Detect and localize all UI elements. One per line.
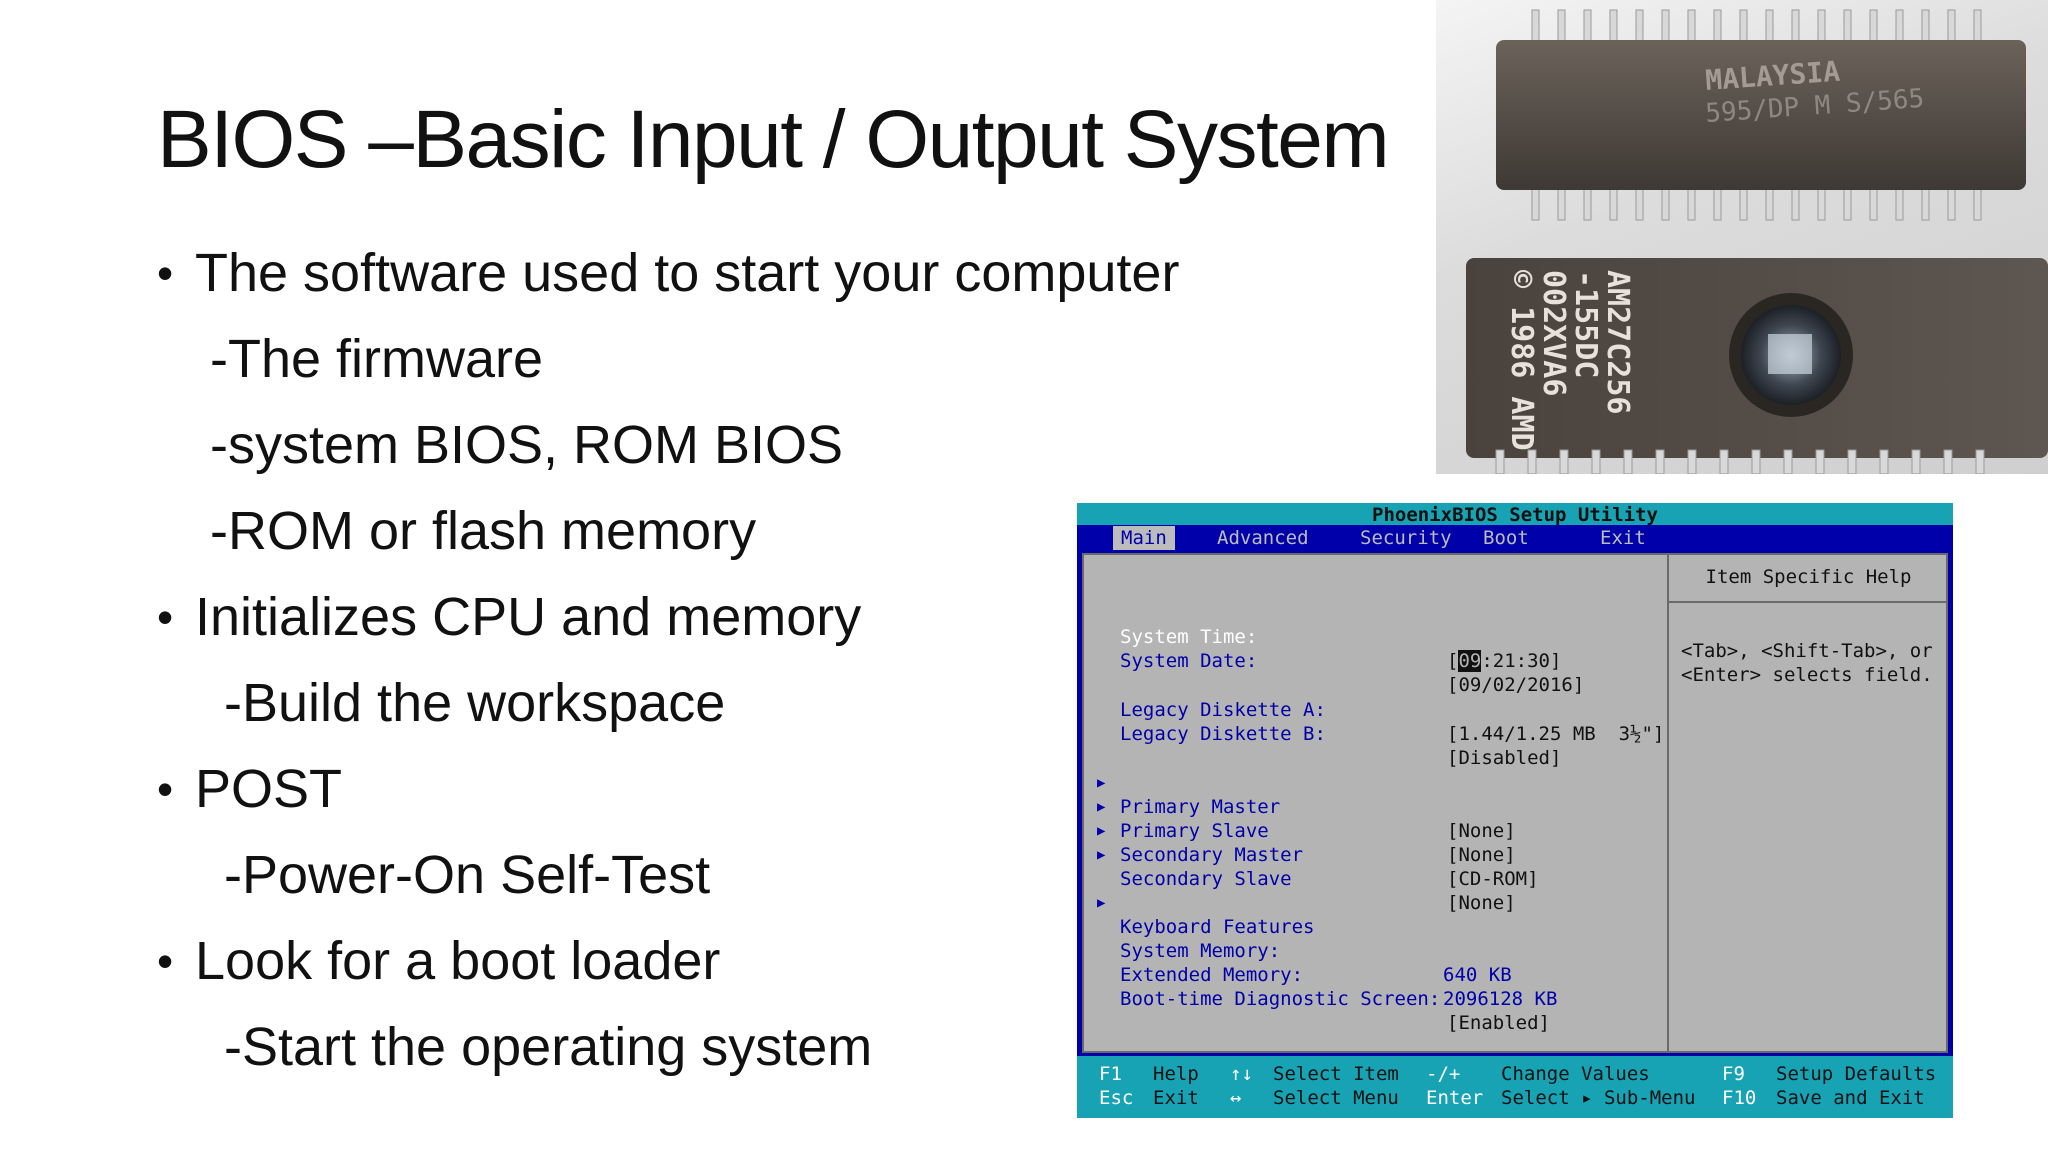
key-f1: F1 [1099,1063,1122,1085]
secondary-slave-value: [None] [1447,892,1516,914]
key-enter: Enter [1426,1087,1484,1109]
key-enter-desc: Select ▸ Sub-Menu [1501,1087,1696,1109]
system-time-label: System Time: [1120,626,1258,648]
bullet-item: The software used to start your computer [157,230,1179,316]
submenu-keyboard-features[interactable]: ▶ Keyboard Features [1084,867,1314,963]
extended-memory-label: Extended Memory: [1120,964,1304,986]
setting-diskette-a[interactable]: Legacy Diskette A: [1.44/1.25 MB 3½"] [1084,674,1664,770]
sub-bullet-item: -Start the operating system [224,1017,873,1077]
primary-master-label: Primary Master [1120,796,1281,818]
key-f1-help: F1 [1099,1062,1122,1086]
setting-boot-diagnostic[interactable]: Boot-time Diagnostic Screen: [Enabled] [1084,963,1550,1059]
submenu-primary-master[interactable]: ▶ Primary Master [None] [1084,747,1516,867]
item-help-panel: Item Specific Help <Tab>, <Shift-Tab>, o… [1667,555,1948,1051]
keyboard-features-label: Keyboard Features [1120,916,1315,938]
bios-setup-screenshot: PhoenixBIOS Setup Utility Main Advanced … [1077,503,1953,1118]
system-memory-value: 640 KB [1443,964,1512,986]
setting-system-date[interactable]: System Date: [09/02/2016] [1084,625,1584,721]
help-divider [1669,601,1948,603]
boot-diag-value[interactable]: [Enabled] [1447,1012,1550,1034]
submenu-secondary-slave[interactable]: ▶ Secondary Slave [None] [1084,819,1516,939]
submenu-arrow-icon: ▶ [1097,847,1106,863]
tab-exit[interactable]: Exit [1600,527,1646,549]
primary-slave-value: [None] [1447,844,1516,866]
chip2-label-line1: AM27C256 [1600,270,1635,415]
submenu-arrow-icon: ▶ [1097,823,1106,839]
bios-settings-list: System Time: [09:21:30] System Date: [09… [1084,555,1667,1051]
system-time-value[interactable]: [09:21:30] [1447,650,1562,672]
secondary-master-value: [CD-ROM] [1447,868,1539,890]
bios-key-legend: F1 Help Esc Exit ↑↓ Select Item ↔ Select… [1077,1056,1953,1118]
submenu-arrow-icon: ▶ [1097,799,1106,815]
tab-security[interactable]: Security [1360,527,1452,549]
bios-main-panel: System Time: [09:21:30] System Date: [09… [1082,553,1948,1053]
submenu-secondary-master[interactable]: ▶ Secondary Master [CD-ROM] [1084,795,1539,915]
system-memory-label: System Memory: [1120,940,1281,962]
extended-memory-value: 2096128 KB [1443,988,1558,1010]
diskette-a-value[interactable]: [1.44/1.25 MB 3½"] [1447,723,1665,745]
chip2-label-line3: 002XVA6 [1536,270,1571,396]
key-f10: F10 [1722,1087,1757,1109]
bios-title-bar: PhoenixBIOS Setup Utility [1077,503,1953,526]
sub-bullet-item: -Build the workspace [224,673,726,733]
key-leftright: ↔ [1230,1087,1242,1109]
slide-title: BIOS –Basic Input / Output System [157,94,1390,185]
bullet-item: POST [157,746,1179,832]
eprom-chip-illustration: MALAYSIA 595/DP M S/565 AM27C256 -155DC … [1466,9,2048,474]
setting-system-time[interactable]: System Time: [09:21:30] [1084,601,1561,697]
primary-master-value: [None] [1447,820,1516,842]
key-updown-desc: Select Item [1273,1063,1399,1085]
diskette-a-label: Legacy Diskette A: [1120,699,1326,721]
key-f9: F9 [1722,1063,1745,1085]
tab-main[interactable]: Main [1113,526,1175,550]
system-time-rest: :21:30] [1481,650,1562,672]
key-f1-desc: Help [1153,1063,1199,1085]
sub-bullet-item: -ROM or flash memory [210,501,757,561]
info-system-memory: System Memory: 640 KB [1084,915,1512,1011]
submenu-arrow-icon: ▶ [1097,895,1106,911]
key-leftright-desc: Select Menu [1273,1087,1399,1109]
primary-slave-label: Primary Slave [1120,820,1269,842]
bullet-list: The software used to start your computer… [157,230,1179,1090]
secondary-master-label: Secondary Master [1120,844,1304,866]
key-plusminus-desc: Change Values [1501,1063,1650,1085]
chip2-label-line4: © 1986 AMD [1504,270,1539,451]
diskette-b-value[interactable]: [Disabled] [1447,747,1562,769]
tab-boot[interactable]: Boot [1483,527,1529,549]
sub-bullet-item: -Power-On Self-Test [224,845,711,905]
submenu-arrow-icon: ▶ [1097,775,1106,791]
submenu-primary-slave[interactable]: ▶ Primary Slave [None] [1084,771,1516,891]
bullet-item: Initializes CPU and memory [157,574,1179,660]
chip2-label-line2: -155DC [1568,270,1603,378]
key-plusminus: -/+ [1426,1063,1461,1085]
bullet-item: Look for a boot loader [157,918,1179,1004]
system-date-value[interactable]: [09/02/2016] [1447,674,1585,696]
diskette-b-label: Legacy Diskette B: [1120,723,1326,745]
key-updown: ↑↓ [1230,1063,1253,1085]
help-panel-text: <Tab>, <Shift-Tab>, or <Enter> selects f… [1681,640,1933,686]
key-f9-desc: Setup Defaults [1776,1063,1937,1085]
bios-menu-bar: Main Advanced Security Boot Exit [1077,525,1953,551]
eprom-chip-photo: MALAYSIA 595/DP M S/565 AM27C256 -155DC … [1436,0,2048,474]
key-f10-desc: Save and Exit [1776,1087,1925,1109]
key-esc-desc: Exit [1153,1087,1199,1109]
tab-advanced[interactable]: Advanced [1217,527,1309,549]
key-esc: Esc [1099,1087,1134,1109]
boot-diag-label: Boot-time Diagnostic Screen: [1120,988,1441,1010]
sub-bullet-item: -The firmware [210,329,544,389]
setting-diskette-b[interactable]: Legacy Diskette B: [Disabled] [1084,698,1561,794]
system-date-label: System Date: [1120,650,1258,672]
system-time-hour[interactable]: 09 [1458,650,1482,672]
help-panel-title: Item Specific Help [1705,566,1912,588]
secondary-slave-label: Secondary Slave [1120,868,1292,890]
info-extended-memory: Extended Memory: 2096128 KB [1084,939,1557,1035]
sub-bullet-item: -system BIOS, ROM BIOS [210,415,844,475]
